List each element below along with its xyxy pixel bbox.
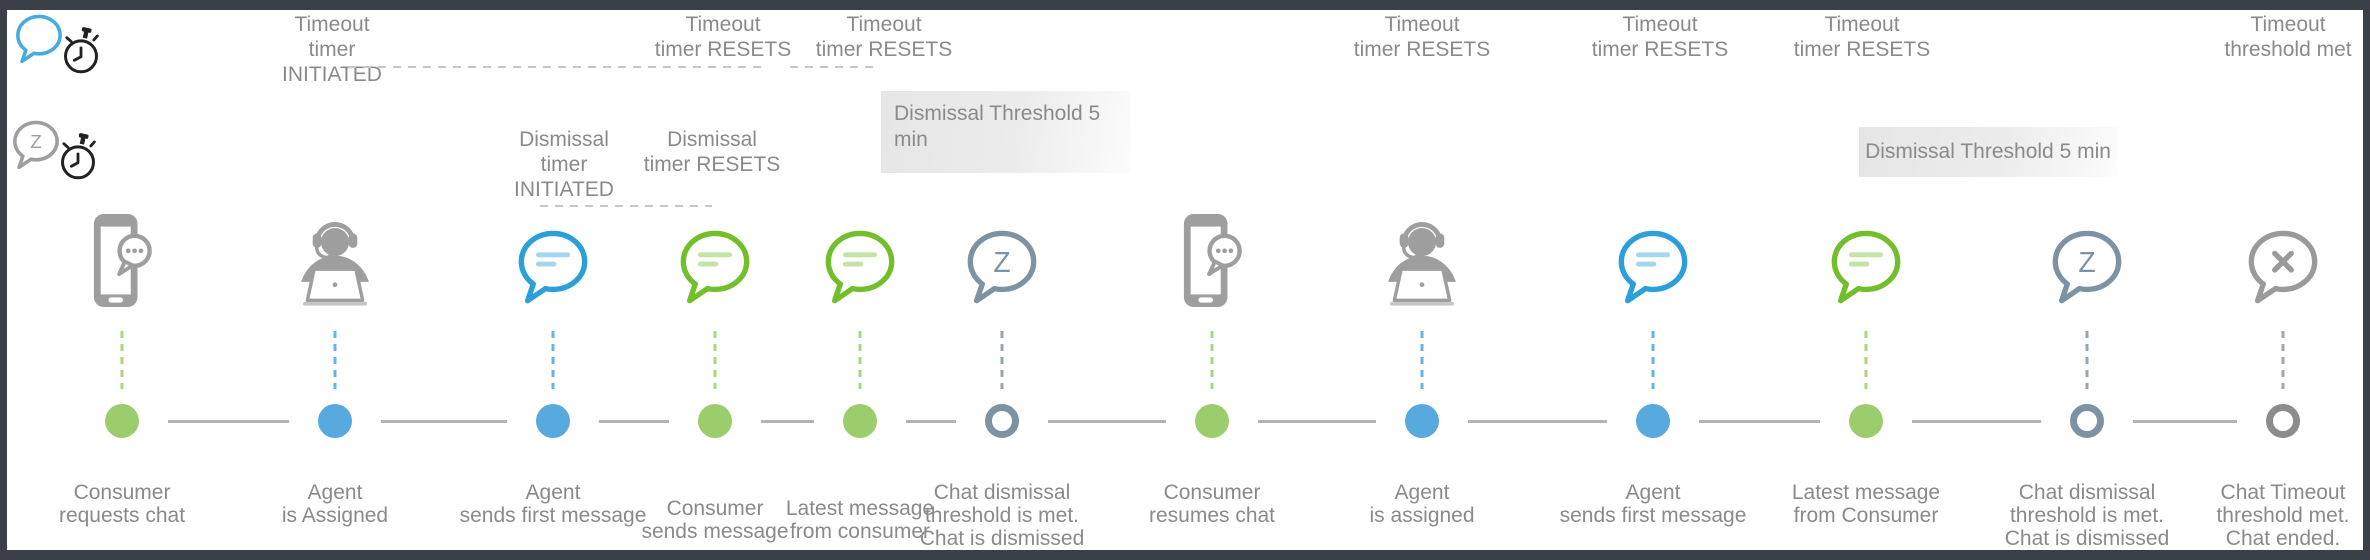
phone-chat-icon <box>91 212 153 309</box>
svg-text:Z: Z <box>30 131 42 152</box>
timeline-connector <box>1699 420 1820 423</box>
timeline-dot <box>318 404 352 438</box>
dismissal-threshold-box: Dismissal Threshold 5 min <box>1859 127 2117 177</box>
timeline-dot <box>2070 404 2104 438</box>
bubble-z-icon: Z <box>2048 227 2126 309</box>
timeline-connector <box>761 420 814 423</box>
timeout-timer-legend <box>13 12 104 76</box>
timeline-connector <box>2133 420 2237 423</box>
stopwatch-icon <box>58 26 104 76</box>
dashed-connector <box>2281 331 2285 389</box>
timeline-connector <box>1048 420 1166 423</box>
dashed-connector <box>333 331 337 389</box>
timeline-dot <box>698 404 732 438</box>
dismissal-timer-legend: Z <box>10 118 101 182</box>
dashed-connector <box>1864 331 1868 389</box>
dashed-connector <box>1651 331 1655 389</box>
bubble-chat-icon <box>514 227 592 309</box>
dismissal-threshold-box: Dismissal Threshold 5 min <box>881 91 1131 173</box>
timeline-connector <box>1912 420 2041 423</box>
stopwatch-icon <box>55 132 101 182</box>
dashed-connector <box>1210 331 1214 389</box>
dashed-connector <box>551 331 555 389</box>
timeline-dot <box>1849 404 1883 438</box>
bubble-chat-icon <box>676 227 754 309</box>
dashed-connector <box>120 331 124 389</box>
svg-text:Z: Z <box>993 246 1010 278</box>
agent-icon <box>285 212 385 309</box>
dashed-connector <box>858 331 862 389</box>
dashed-connector <box>713 331 717 389</box>
bubble-chat-icon <box>1614 227 1692 309</box>
timeline-dot <box>1405 404 1439 438</box>
agent-icon <box>1372 212 1472 309</box>
timeline-connector <box>1468 420 1607 423</box>
dashed-connector <box>2085 331 2089 389</box>
timeline-dot <box>2266 404 2300 438</box>
timeline-connector <box>168 420 289 423</box>
dashed-connector <box>1000 331 1004 389</box>
timer-dashed-line <box>348 66 766 68</box>
phone-chat-icon <box>1181 212 1243 309</box>
timeline-connector <box>381 420 507 423</box>
bubble-x-icon <box>2244 227 2322 309</box>
timeline-dot <box>985 404 1019 438</box>
svg-text:Z: Z <box>2078 246 2095 278</box>
timeline-dot <box>843 404 877 438</box>
dashed-connector <box>1420 331 1424 389</box>
timeline-dot <box>536 404 570 438</box>
timeline-connector <box>1258 420 1376 423</box>
bubble-z-icon: Z <box>10 118 62 173</box>
timeline-dot <box>1195 404 1229 438</box>
bubble-z-icon: Z <box>963 227 1041 309</box>
bubble-plain-icon <box>13 12 65 67</box>
bubble-chat-icon <box>821 227 899 309</box>
timer-dashed-line <box>790 66 876 68</box>
timeline-dot <box>105 404 139 438</box>
timeline-connector <box>599 420 669 423</box>
timeline-connector <box>906 420 956 423</box>
timeline-dot <box>1636 404 1670 438</box>
bubble-chat-icon <box>1827 227 1905 309</box>
timer-dashed-line <box>540 205 712 207</box>
